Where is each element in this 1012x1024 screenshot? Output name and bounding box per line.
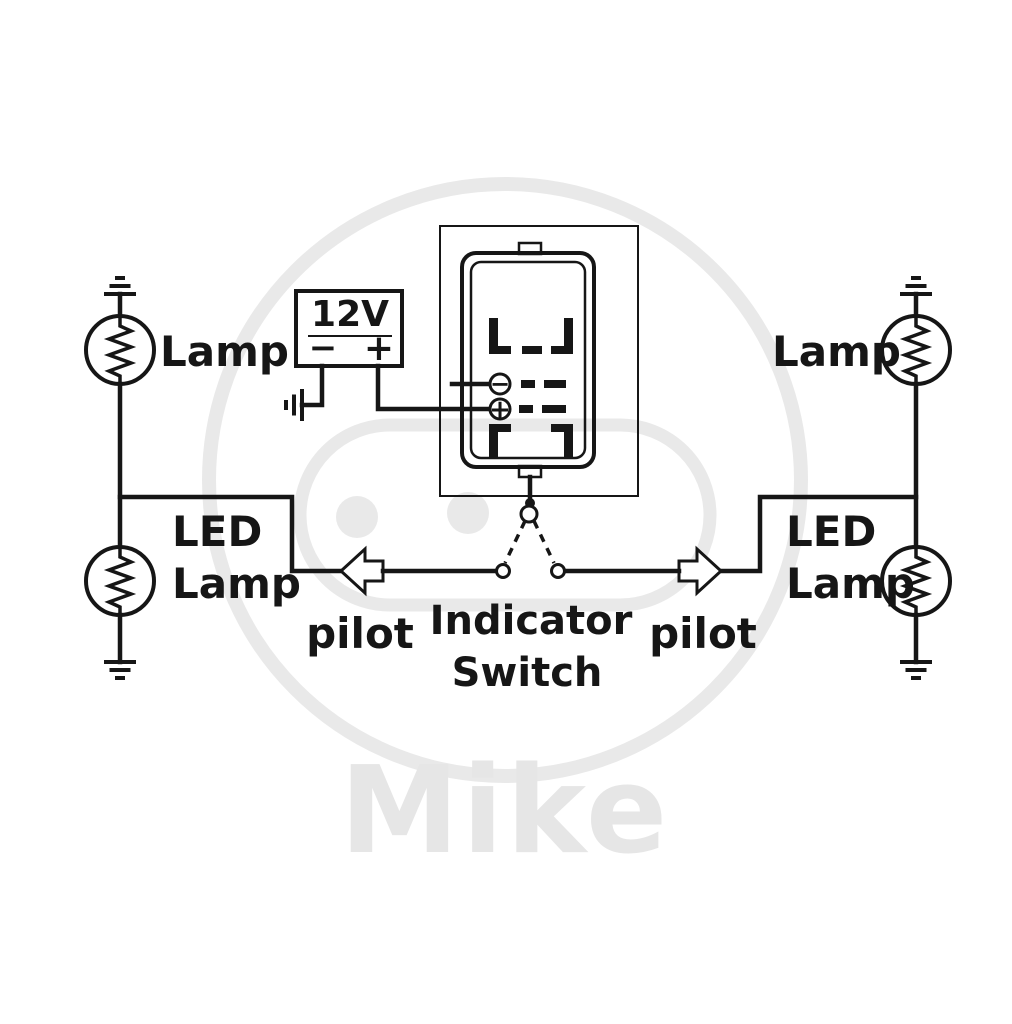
lamp-icon — [84, 314, 156, 386]
flasher-relay: − + — [439, 225, 639, 497]
relay-outer-box — [439, 225, 639, 497]
relay-plus-terminal-label: + — [489, 395, 511, 425]
led-lamp-label-line1: LED — [786, 507, 876, 556]
led-lamp-icon — [84, 545, 156, 617]
watermark-brand-text: Mike — [340, 742, 671, 881]
watermark: Mike — [202, 177, 808, 881]
switch-contact-right-icon — [550, 563, 566, 579]
ground-icon — [102, 276, 138, 319]
switch-contact-left-icon — [495, 563, 511, 579]
watermark-circle-logo — [202, 177, 808, 783]
relay-body — [460, 251, 596, 469]
relay-pin — [542, 405, 566, 413]
left-lamp-branch: Lamp LED Lamp pilot — [84, 276, 499, 680]
watermark-logo-dot — [336, 496, 378, 538]
relay-plus-terminal-icon — [488, 397, 512, 421]
indicator-switch: Indicator Switch — [430, 474, 633, 696]
wire — [117, 494, 344, 574]
watermark-logo-dot — [447, 492, 489, 534]
relay-pin — [489, 424, 511, 458]
voltage-label: 12V — [311, 294, 389, 335]
relay-pin — [522, 346, 542, 354]
led-lamp-label-line2: Lamp — [786, 559, 915, 608]
led-lamp-label-line2: Lamp — [172, 559, 301, 608]
led-lamp-label-line1: LED — [172, 507, 262, 556]
power-plus-label: + — [364, 328, 394, 369]
relay-minus-terminal-label: − — [490, 370, 510, 398]
relay-pin — [519, 405, 533, 413]
ground-icon — [898, 276, 934, 319]
pilot-arrow-right-icon — [677, 545, 724, 597]
relay-body-inner — [469, 260, 587, 460]
wire — [718, 494, 919, 574]
wire — [375, 363, 493, 412]
switch-lever-dashed — [503, 520, 527, 564]
relay-pin — [521, 380, 535, 388]
relay-pin — [551, 318, 573, 354]
relay-minus-terminal-icon — [488, 372, 512, 396]
power-minus-label: − — [309, 328, 338, 368]
lamp-label: Lamp — [772, 327, 901, 376]
wire — [299, 363, 325, 408]
power-supply: 12V − + — [284, 289, 493, 423]
switch-pivot-icon — [519, 504, 539, 524]
relay-pin — [489, 318, 511, 354]
ground-icon — [284, 387, 304, 423]
power-supply-box — [294, 289, 404, 368]
lamp-label: Lamp — [160, 327, 289, 376]
pilot-label-left: pilot — [306, 609, 414, 658]
switch-lever-dashed — [532, 520, 556, 564]
switch-label-line1: Indicator — [430, 598, 633, 644]
pilot-label-right: pilot — [649, 609, 757, 658]
right-lamp-branch: Lamp LED Lamp pilot — [562, 276, 952, 680]
relay-pin — [551, 424, 573, 458]
ground-icon — [898, 612, 934, 680]
relay-pin — [544, 380, 566, 388]
ground-icon — [102, 612, 138, 680]
switch-label-line2: Switch — [452, 650, 603, 696]
pilot-arrow-left-icon — [338, 545, 385, 597]
